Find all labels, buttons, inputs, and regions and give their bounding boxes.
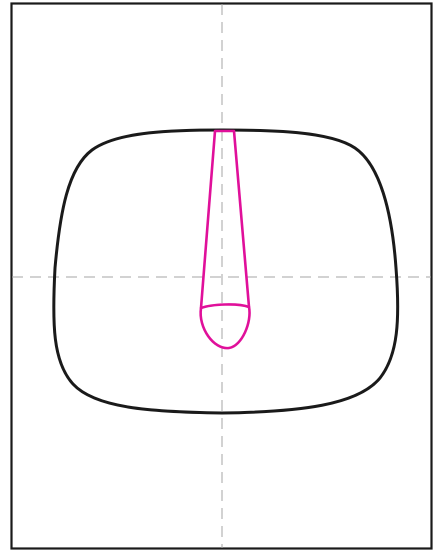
rounded-body-outline: [52, 128, 400, 415]
page-frame: [10, 2, 433, 550]
rounded-tip: [199, 303, 251, 350]
tapered-stem: [199, 129, 251, 310]
